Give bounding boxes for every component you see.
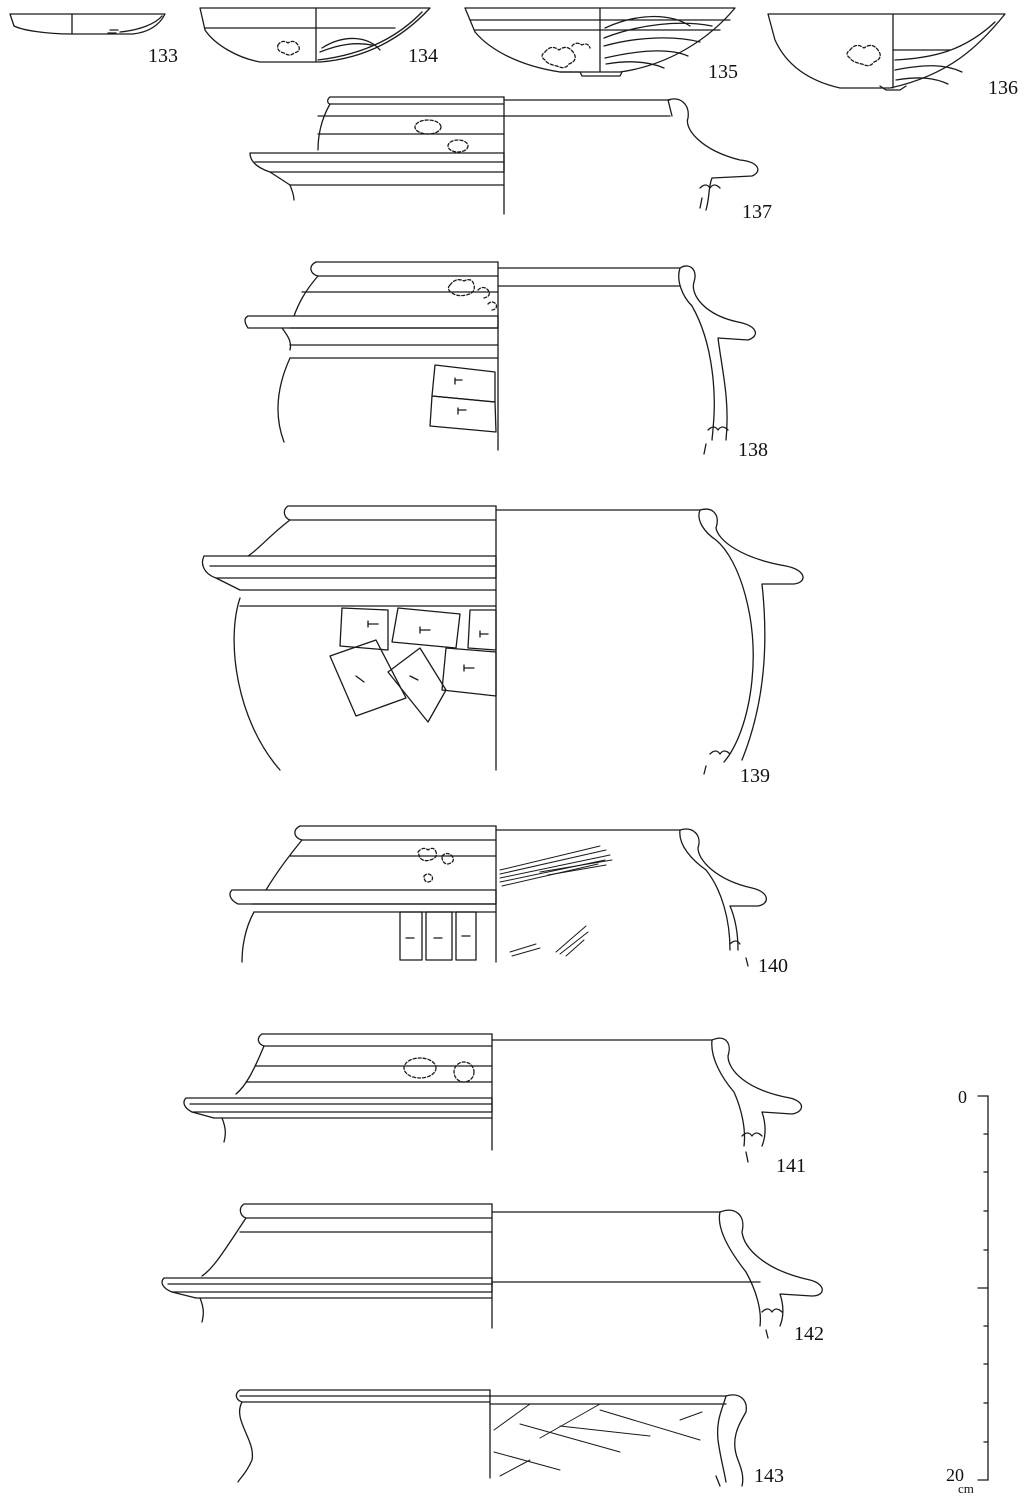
vessel-133 [10, 14, 165, 34]
figure-label-138: 138 [738, 439, 768, 461]
figure-label-136: 136 [988, 77, 1018, 99]
vessel-139 [203, 506, 804, 774]
vessel-140 [230, 826, 766, 966]
vessel-134 [200, 8, 430, 62]
figure-label-140: 140 [758, 955, 788, 977]
scale-unit-label: cm [958, 1481, 974, 1496]
figure-label-135: 135 [708, 61, 738, 83]
scale-min-label: 0 [958, 1087, 967, 1107]
figure-label-137: 137 [742, 201, 772, 223]
vessel-138 [245, 262, 755, 454]
figure-label-134: 134 [408, 45, 438, 67]
comb-hatching [500, 846, 612, 956]
brush-marks [494, 1404, 702, 1476]
vessel-143 [236, 1390, 746, 1486]
vessel-137 [250, 97, 758, 214]
figure-label-143: 143 [754, 1465, 784, 1487]
vessel-141 [184, 1034, 802, 1162]
figure-label-133: 133 [148, 45, 178, 67]
figure-label-141: 141 [776, 1155, 806, 1177]
vessel-135 [465, 8, 735, 76]
vessel-136 [768, 14, 1005, 90]
figure-label-142: 142 [794, 1323, 824, 1345]
scale-max-label: 20 [946, 1465, 964, 1485]
scale-bar [978, 1096, 988, 1480]
vessel-142 [162, 1204, 822, 1338]
figure-label-139: 139 [740, 765, 770, 787]
